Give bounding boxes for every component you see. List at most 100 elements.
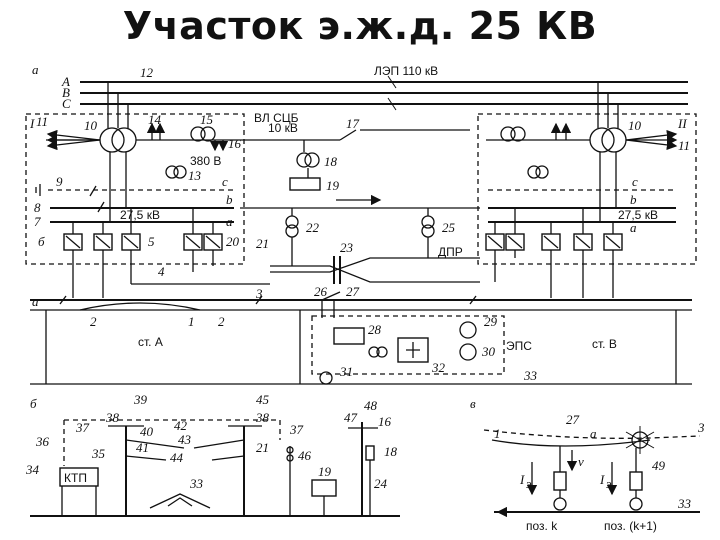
label-33-a: 33: [523, 368, 538, 383]
ktp-box: [59, 467, 99, 487]
transformer-15: [190, 126, 206, 142]
label-18: 18: [324, 154, 338, 169]
label-20: 20: [226, 234, 240, 249]
label-28: 28: [368, 322, 382, 337]
electric-rolling-stock: 26 27 28 29 30 ЭПС 31 32 33: [311, 284, 538, 385]
panel-b-label-37: 37: [75, 420, 90, 435]
label-1: 1: [188, 314, 195, 329]
power-line-110kv: A B C 12 ЛЭП 110 кВ: [61, 64, 688, 111]
label-2-right: 2: [218, 314, 225, 329]
contact-wire-c: [483, 429, 701, 439]
label-11-right: 11: [678, 138, 690, 153]
feeder-crossing: [270, 265, 480, 283]
label-3-c: 3: [697, 420, 705, 435]
current-label-2: I: [599, 472, 605, 487]
bus-b-right-label: b: [630, 192, 637, 207]
voltage-380-label: 380 В: [190, 154, 221, 168]
label-29: 29: [484, 314, 498, 329]
panel-b-label-41: 41: [136, 440, 149, 455]
label-16: 16: [228, 136, 242, 151]
panel-c-letter: в: [470, 396, 476, 411]
page-title: Участок э.ж.д. 25 КВ: [122, 4, 598, 48]
label-4: 4: [158, 264, 165, 279]
panel-b-label-48: 48: [364, 398, 378, 413]
label-27: 27: [346, 284, 360, 299]
voltage-275-left: 27,5 кВ: [120, 208, 160, 222]
label-1-c: 1: [494, 426, 501, 441]
bus-a-left-label: a: [226, 214, 233, 229]
label-23: 23: [340, 240, 354, 255]
panel-b-label-43: 43: [178, 432, 192, 447]
panel-b-label-37: 37: [289, 422, 304, 437]
bus-a-right-label: a: [630, 220, 637, 235]
label-31: 31: [339, 364, 353, 379]
position-k-label: поз. k: [526, 519, 558, 533]
panel-b-letter: б: [30, 396, 37, 411]
label-5: 5: [148, 234, 155, 249]
label-8: 8: [34, 200, 41, 215]
current-label-1: I: [519, 472, 525, 487]
panel-b-label-34: 34: [25, 462, 40, 477]
panel-b-label-45: 45: [256, 392, 270, 407]
panel-b-label-39: 39: [133, 392, 148, 407]
ktp-label: КТП: [64, 471, 87, 485]
label-27-c: 27: [566, 412, 580, 427]
label-7: 7: [34, 214, 41, 229]
panel-b-label-44: 44: [170, 450, 184, 465]
rail-label-a: а: [32, 294, 39, 309]
station-b-label: ст. В: [592, 337, 617, 351]
label-19: 19: [326, 178, 340, 193]
label-15: 15: [200, 112, 214, 127]
panel-b-label-24: 24: [374, 476, 388, 491]
bus-c-left-label: c: [222, 174, 228, 189]
substation-right-label: II: [677, 116, 687, 131]
label-49: 49: [652, 458, 666, 473]
panel-c-current-paths: в 1 27 3 a 49 I э I э v 33 поз. k: [470, 396, 705, 533]
current-sub-1: э: [526, 476, 532, 491]
panel-b-label-16: 16: [378, 414, 392, 429]
line-110-label: ЛЭП 110 кВ: [374, 64, 438, 78]
panel-b-label-47: 47: [344, 410, 358, 425]
traction-substation-right: II 10 11 c b a 27,5 кВ: [477, 82, 697, 298]
middle-section: 22 25 23 ДПР: [240, 194, 480, 284]
panel-b-number-labels: 3436373538394041424344334538372146194748…: [25, 392, 398, 491]
label-13: 13: [188, 168, 202, 183]
voltage-10kv-label: 10 кВ: [268, 121, 298, 135]
panel-b-label-18: 18: [384, 444, 398, 459]
signalling-line-10kv: ВЛ СЦБ 10 кВ 17 18 19: [236, 111, 470, 193]
label-32: 32: [431, 360, 446, 375]
motor-29: [459, 321, 477, 339]
label-2-left: 2: [90, 314, 97, 329]
voltage-275-right: 27,5 кВ: [618, 208, 658, 222]
panel-b-label-35: 35: [91, 446, 106, 461]
label-22: 22: [306, 220, 320, 235]
label-3: 3: [255, 286, 263, 301]
label-21: 21: [256, 236, 269, 251]
panel-b-label-42: 42: [174, 418, 188, 433]
label-12: 12: [140, 65, 154, 80]
panel-b-label-36: 36: [35, 434, 50, 449]
load-19: [289, 177, 321, 191]
label-17: 17: [346, 116, 360, 131]
label-10-left: 10: [84, 118, 98, 133]
label-11-left: 11: [36, 114, 48, 129]
current-sub-2: э: [606, 476, 612, 491]
panel-b-label-38: 38: [255, 410, 270, 425]
substation-left-label: I: [29, 116, 35, 131]
bus-b-left-label: b: [226, 192, 233, 207]
row-label-b: б: [38, 234, 45, 249]
phase-b-label: B: [62, 85, 70, 100]
phase-c-label: C: [62, 96, 71, 111]
bus-c-right-label: c: [632, 174, 638, 189]
eps-label: ЭПС: [506, 339, 532, 353]
line-scb-label: ВЛ СЦБ: [254, 111, 299, 125]
velocity-label: v: [578, 454, 584, 469]
traction-substation-left: I 10 11 14 15 16: [25, 82, 270, 298]
panel-b-label-21: 21: [256, 440, 269, 455]
dpr-label: ДПР: [438, 245, 463, 259]
phase-a-label: A: [61, 74, 70, 89]
transformer-18: [296, 152, 312, 168]
panel-b-label-33: 33: [189, 476, 204, 491]
